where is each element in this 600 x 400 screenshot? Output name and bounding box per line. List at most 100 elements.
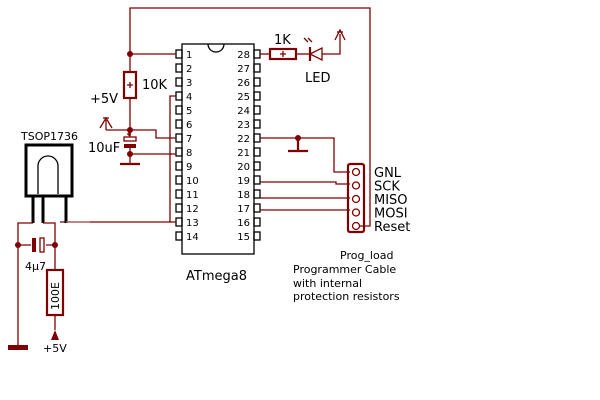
note-line-2: with internal [293, 277, 362, 290]
pin-27 [253, 63, 261, 73]
pin-11 [175, 189, 183, 199]
pin-7 [175, 133, 183, 143]
capacitor-10uf-label: 10uF [88, 141, 120, 156]
connector-pin [351, 167, 361, 177]
pin-2 [175, 63, 183, 73]
pin-label: 24 [237, 106, 250, 117]
pin-label: 19 [237, 176, 250, 187]
pin-label: 20 [237, 162, 250, 173]
pin-label: 9 [186, 162, 192, 173]
pin-label: 11 [186, 190, 199, 201]
connector-pin-label: SCK [374, 180, 400, 195]
supply-arrow-icon [51, 330, 59, 340]
ground-icon [288, 138, 308, 153]
pin4-pin13-wire [60, 95, 176, 223]
connector-pin [351, 194, 361, 204]
pin-24 [253, 105, 261, 115]
pin-label: 21 [237, 148, 250, 159]
connector-pin [351, 208, 361, 217]
resistor-10k-label: 10K [142, 78, 168, 93]
pin-17 [253, 203, 261, 213]
reset-wire [129, 7, 371, 227]
connector-pin-label: MISO [374, 193, 408, 208]
supply-arrow-icon [99, 116, 113, 130]
led-label: LED [305, 71, 330, 86]
sck-wire [260, 181, 350, 185]
resistor-10k [122, 54, 138, 130]
ir-sensor-tsop1736 [24, 143, 74, 223]
pin-28 [253, 49, 261, 59]
pin-9 [175, 161, 183, 171]
pin-10 [175, 175, 183, 185]
pin-label: 10 [186, 176, 199, 187]
pin-21 [253, 147, 261, 157]
connector-name: Prog_load [340, 249, 393, 262]
pin-16 [253, 217, 261, 227]
pin-1 [175, 49, 183, 59]
pin-5 [175, 105, 183, 115]
ir-sensor-label: TSOP1736 [20, 130, 78, 143]
ic-label: ATmega8 [186, 269, 247, 284]
capacitor-4u7-label: 4µ7 [25, 260, 46, 273]
led-icon [303, 28, 346, 62]
pin-25 [253, 91, 261, 101]
note-line-1: Programmer Cable [293, 263, 396, 276]
pin-label: 16 [237, 218, 250, 229]
vcc-wire [43, 222, 56, 270]
capacitor-10uf [120, 130, 140, 166]
pin-label: 13 [186, 218, 199, 229]
pin-label: 26 [237, 78, 250, 89]
pin-8 [175, 147, 183, 157]
pin-label: 18 [237, 190, 250, 201]
pin-label: 3 [186, 78, 192, 89]
pin-20 [253, 161, 261, 171]
pin-26 [253, 77, 261, 87]
pin-15 [253, 231, 261, 241]
pin-label: 22 [237, 134, 250, 145]
connector-pin-label: MOSI [374, 207, 408, 222]
pin-14 [175, 231, 183, 241]
supply-label: +5V [90, 92, 118, 107]
pin-label: 15 [237, 232, 250, 243]
pin-label: 4 [186, 92, 192, 103]
pin-label: 17 [237, 204, 250, 215]
pin-12 [175, 203, 183, 213]
pin-label: 5 [186, 106, 192, 117]
resistor-1k [268, 47, 298, 61]
pin-label: 8 [186, 148, 192, 159]
note-line-3: protection resistors [293, 290, 400, 303]
pin-4 [175, 91, 183, 101]
pin-18 [253, 189, 261, 199]
pin-label: 25 [237, 92, 250, 103]
capacitor-4u7 [18, 237, 55, 253]
connector-pin [351, 181, 361, 190]
pin-label: 12 [186, 204, 199, 215]
pin-22 [253, 133, 261, 143]
pin-label: 1 [186, 50, 192, 61]
pin-3 [175, 77, 183, 87]
supply-bottom-label: +5V [43, 342, 67, 355]
connector-prog-load [346, 162, 366, 234]
pin-23 [253, 119, 261, 129]
pin-label: 7 [186, 134, 192, 145]
pin-label: 23 [237, 120, 250, 131]
pin-13 [175, 217, 183, 227]
connector-pin-label: GNL [374, 166, 402, 181]
pin-6 [175, 119, 183, 129]
resistor-1k-label: 1K [274, 33, 291, 48]
pin22-gnd-wire [260, 137, 350, 173]
pin-label: 27 [237, 64, 250, 75]
pin-label: 2 [186, 64, 192, 75]
connector-pin [351, 221, 361, 231]
ground-icon [8, 345, 28, 350]
resistor-100e-label: 100E [49, 282, 62, 310]
pin-19 [253, 175, 261, 185]
pin7-wire [106, 129, 176, 139]
pin-label: 14 [186, 232, 199, 243]
gnd-wire [17, 222, 33, 345]
connector-pin-label: Reset [374, 220, 410, 235]
pin-label: 6 [186, 120, 192, 131]
